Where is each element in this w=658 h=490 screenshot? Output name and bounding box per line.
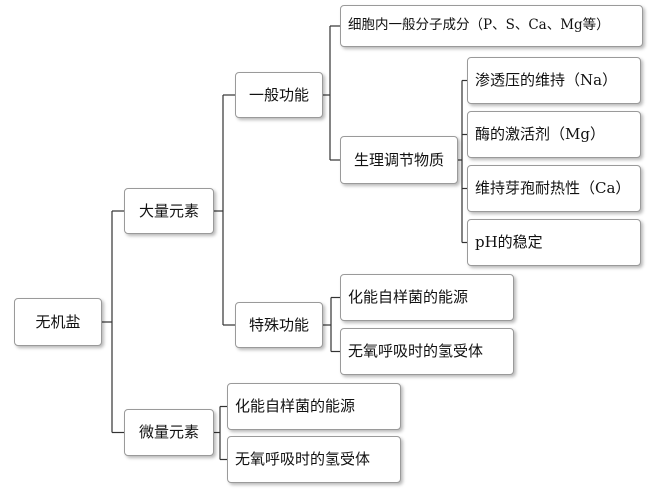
node-label: 特殊功能	[248, 315, 309, 334]
node-label: 微量元素	[138, 423, 199, 441]
node-label: 无机盐	[35, 312, 81, 331]
node-label: pH的稳定	[475, 233, 543, 251]
node-label: 渗透压的维持（Na）	[475, 71, 618, 89]
node-label: 维持芽孢耐热性（Ca）	[475, 179, 631, 197]
node-spore-heat-resistance: 维持芽孢耐热性（Ca）	[467, 165, 641, 212]
node-inorganic-salt: 无机盐	[14, 298, 102, 346]
node-label: 一般功能	[248, 85, 309, 104]
node-special-function: 特殊功能	[235, 302, 323, 348]
node-label: 生理调节物质	[353, 150, 444, 169]
node-micro-energy-source: 化能自样菌的能源	[227, 383, 401, 430]
node-special-hydrogen-acceptor: 无氧呼吸时的氢受体	[340, 328, 514, 375]
node-label: 无氧呼吸时的氢受体	[235, 450, 371, 468]
node-micro-hydrogen-acceptor: 无氧呼吸时的氢受体	[227, 436, 401, 483]
node-macro-elements: 大量元素	[124, 188, 214, 234]
node-general-function: 一般功能	[235, 72, 323, 118]
node-osmotic-pressure: 渗透压的维持（Na）	[467, 57, 641, 104]
node-label: 大量元素	[138, 201, 199, 220]
node-label: 化能自样菌的能源	[235, 397, 356, 415]
node-label: 无氧呼吸时的氢受体	[348, 342, 484, 360]
node-physiological-regulator: 生理调节物质	[340, 136, 458, 184]
node-enzyme-activator: 酶的激活剂（Mg）	[467, 111, 641, 158]
node-label: 酶的激活剂（Mg）	[475, 125, 605, 143]
node-ph-stability: pH的稳定	[467, 219, 641, 266]
node-general-molecule-component: 细胞内一般分子成分（P、S、Ca、Mg等）	[340, 5, 643, 47]
node-micro-elements: 微量元素	[124, 409, 214, 456]
node-special-energy-source: 化能自样菌的能源	[340, 274, 514, 321]
node-label: 细胞内一般分子成分（P、S、Ca、Mg等）	[348, 17, 610, 34]
node-label: 化能自样菌的能源	[348, 288, 469, 306]
